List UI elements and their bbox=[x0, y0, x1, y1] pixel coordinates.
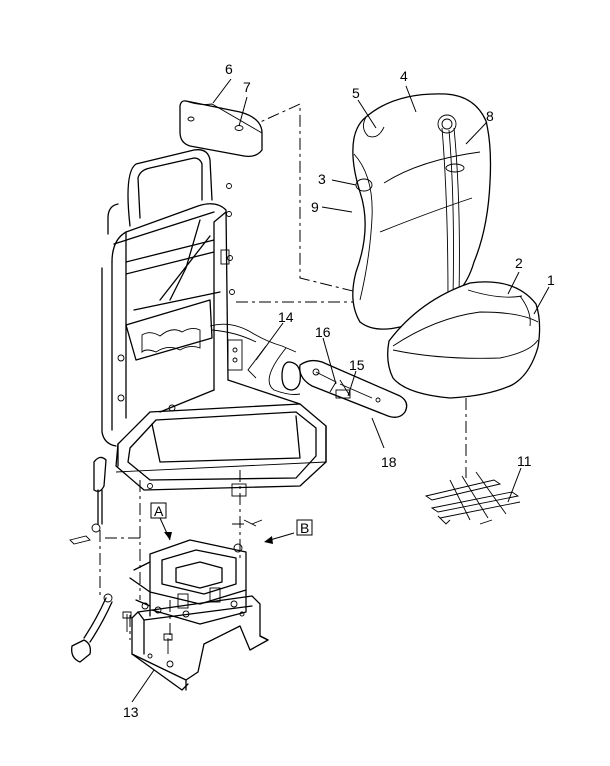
callout-2: 2 bbox=[515, 255, 523, 271]
callout-5: 5 bbox=[352, 85, 360, 101]
callout-16: 16 bbox=[315, 324, 331, 340]
lap-belt bbox=[69, 456, 113, 663]
seat-pedestal bbox=[122, 519, 269, 691]
assembly-lines bbox=[99, 103, 467, 640]
leader-lines bbox=[131, 78, 550, 703]
callout-8: 8 bbox=[486, 108, 494, 124]
view-label-b: B bbox=[296, 519, 313, 536]
callout-labels: 6 7 4 5 8 3 9 2 1 14 16 15 18 11 13 bbox=[123, 61, 555, 720]
callout-3: 3 bbox=[318, 171, 326, 187]
cushion-support-strap bbox=[424, 471, 521, 525]
callout-6: 6 bbox=[225, 61, 233, 77]
control-arm bbox=[209, 323, 408, 418]
callout-7: 7 bbox=[243, 79, 251, 95]
callout-13: 13 bbox=[123, 704, 139, 720]
seat-base-frame bbox=[115, 379, 327, 497]
seat-back-frame bbox=[101, 149, 243, 447]
callout-18: 18 bbox=[381, 454, 397, 470]
callout-4: 4 bbox=[400, 68, 408, 84]
callout-11: 11 bbox=[517, 453, 532, 469]
callout-9: 9 bbox=[311, 199, 319, 215]
seat-suspension bbox=[129, 539, 247, 625]
callout-14: 14 bbox=[278, 309, 294, 325]
callout-1: 1 bbox=[547, 272, 555, 288]
seat-cushion bbox=[387, 281, 541, 399]
view-b-text: B bbox=[300, 520, 309, 536]
view-a-text: A bbox=[154, 503, 164, 519]
view-label-a: A bbox=[150, 502, 167, 519]
callout-15: 15 bbox=[349, 357, 365, 373]
headrest bbox=[179, 100, 263, 158]
